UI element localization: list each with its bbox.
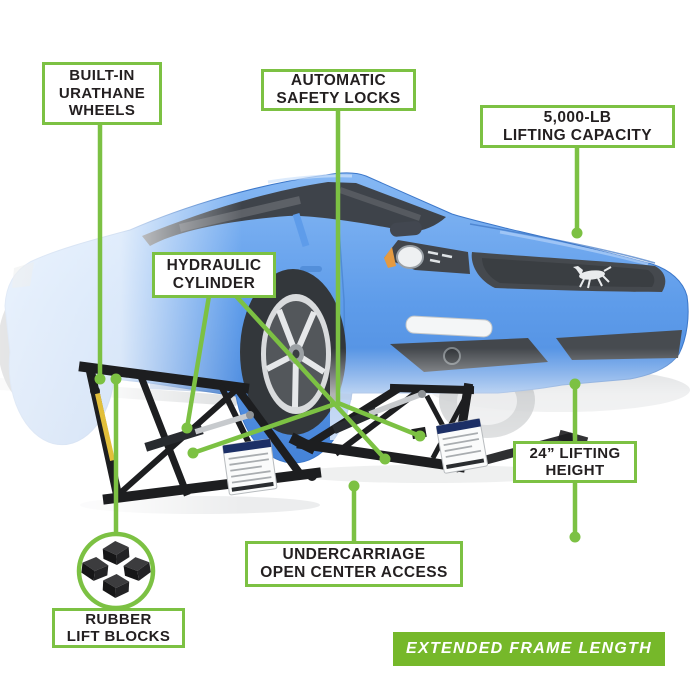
callout-line: HYDRAULIC (166, 257, 262, 275)
callout-line: 24” LIFTING (529, 444, 621, 462)
callout-line: BUILT-IN (69, 67, 135, 85)
height-bottom-dot (569, 531, 581, 543)
extended-frame-length-banner: EXTENDED FRAME LENGTH (393, 632, 665, 666)
callout-rubber-lift-blocks: RUBBER LIFT BLOCKS (52, 608, 185, 648)
callout-line: AUTOMATIC (290, 72, 387, 90)
warning-label (222, 438, 278, 496)
callout-line: 5,000-LB (543, 108, 612, 126)
b-pillar (292, 212, 310, 248)
hydraulic-front-dot (379, 453, 391, 465)
banner-label: EXTENDED FRAME LENGTH (406, 640, 652, 657)
hydraulic-rear-leader-line (184, 295, 212, 429)
callout-line: OPEN CENTER ACCESS (260, 564, 448, 581)
capacity-dot (571, 227, 583, 239)
callout-lifting-height: 24” LIFTING HEIGHT (513, 441, 637, 483)
safety-lock-front-dot (414, 430, 426, 442)
callout-hydraulic-cylinder: HYDRAULIC CYLINDER (152, 252, 276, 298)
safety-locks-leader-line (192, 109, 421, 456)
callout-line: URATHANE (58, 84, 146, 102)
hydraulic-rear-dot (181, 422, 193, 434)
brand-strip (95, 393, 115, 461)
grille (471, 252, 666, 292)
rubber-blocks-medallion (76, 531, 156, 611)
callout-line: WHEELS (68, 102, 136, 120)
callout-line: CYLINDER (172, 275, 256, 292)
callout-undercarriage-access: UNDERCARRIAGE OPEN CENTER ACCESS (245, 541, 463, 587)
hood-highlight (499, 230, 649, 266)
hydraulic-cylinder-rod (194, 411, 254, 435)
safety-lock-rear-dot (187, 447, 199, 459)
door-handle (300, 266, 322, 272)
hydraulic-cylinder-rod (368, 390, 426, 417)
rear-lift-frame (78, 361, 322, 505)
leader-dots (94, 227, 583, 543)
side-mirror (389, 221, 422, 237)
callout-lifting-capacity: 5,000-LB LIFTING CAPACITY (480, 105, 675, 148)
blocks-leader-dot (110, 373, 122, 385)
callout-line: HEIGHT (545, 462, 605, 479)
roof-highlight (267, 174, 353, 184)
warning-label (435, 418, 489, 474)
height-top-dot (569, 378, 581, 390)
callout-line: LIFT BLOCKS (66, 628, 171, 645)
callout-line: SAFETY LOCKS (276, 90, 401, 107)
wheels-leader-dot (94, 373, 106, 385)
callout-line: UNDERCARRIAGE (282, 546, 426, 564)
callout-built-in-urathane-wheels: BUILT-IN URATHANE WHEELS (42, 62, 162, 125)
hydraulic-front-leader-line (234, 294, 387, 461)
window-glare (339, 187, 421, 221)
leader-lines (97, 109, 580, 541)
undercarriage-dot (348, 480, 360, 492)
pony-emblem (573, 266, 612, 289)
urathane-caster-wheel (307, 471, 317, 481)
callout-line: LIFTING CAPACITY (502, 126, 653, 144)
wheel-spokes (265, 308, 326, 408)
callout-line: RUBBER (85, 610, 152, 628)
rubber-blocks (81, 541, 151, 598)
hydraulic-cylinder-body (144, 425, 204, 452)
hood-seam (469, 223, 656, 264)
car-windows (142, 182, 446, 246)
headlight (384, 240, 470, 274)
callout-automatic-safety-locks: AUTOMATIC SAFETY LOCKS (261, 69, 416, 111)
